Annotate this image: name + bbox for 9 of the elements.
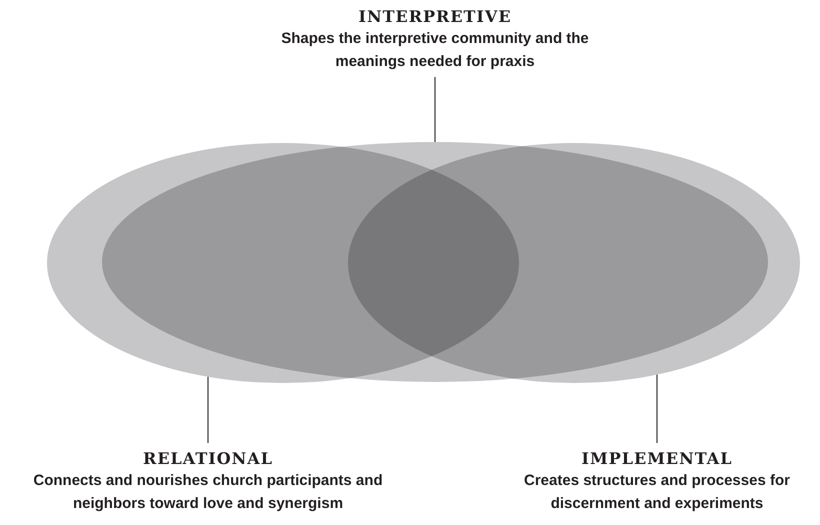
heading: INTERPRETIVE <box>357 7 513 27</box>
description: Shapes the interpretive community and the meanings needed for praxis <box>280 29 590 72</box>
description: Connects and nourishes church participants and neighbors toward love and synergism <box>32 471 384 514</box>
heading: RELATIONAL <box>142 449 274 469</box>
leader-line <box>434 76 436 142</box>
leader-line <box>656 374 658 444</box>
description: Creates structures and processes for discernment and experiments <box>523 471 791 514</box>
heading: IMPLEMENTAL <box>580 449 734 469</box>
ellipse <box>348 143 800 383</box>
